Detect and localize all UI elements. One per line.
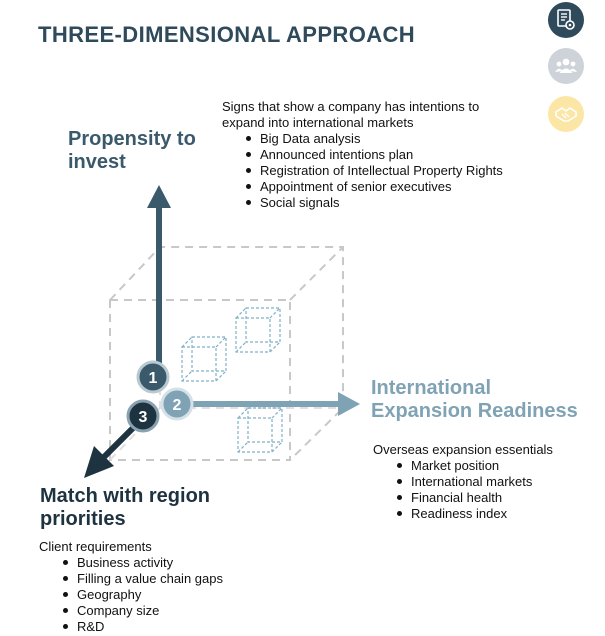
axis-badge-3: 3 <box>126 399 160 433</box>
propensity-axis-arrow <box>147 185 171 372</box>
axis-badge-3-number: 3 <box>139 409 148 426</box>
readiness-axis-label: International Expansion Readiness <box>371 377 578 423</box>
readiness-list: Market position International markets Fi… <box>397 458 553 522</box>
region-list: Business activity Filling a value chain … <box>63 555 223 635</box>
list-item: Announced intentions plan <box>246 147 503 163</box>
readiness-description: Overseas expansion essentials Market pos… <box>373 442 553 522</box>
propensity-list: Big Data analysis Announced intentions p… <box>246 131 503 211</box>
axis-badge-2: 2 <box>160 387 194 421</box>
small-cube-bottom <box>237 407 283 453</box>
list-item: Financial health <box>397 490 553 506</box>
list-item: Social signals <box>246 195 503 211</box>
list-item: Registration of Intellectual Property Ri… <box>246 163 503 178</box>
list-item: Market position <box>397 458 553 474</box>
list-item: Business activity <box>63 555 223 571</box>
readiness-label-line2: Expansion Readiness <box>371 400 578 422</box>
handshake-icon[interactable] <box>548 96 584 132</box>
region-axis-label: Match with region priorities <box>40 485 210 531</box>
list-item: Geography <box>63 587 223 603</box>
list-item: Readiness index <box>397 506 553 522</box>
list-item: R&D <box>63 619 223 635</box>
list-item: International markets <box>397 474 553 490</box>
propensity-description: Signs that show a company has intentions… <box>222 99 503 211</box>
propensity-axis-label: Propensity to invest <box>68 128 196 174</box>
report-gear-icon[interactable] <box>548 2 584 38</box>
axis-badge-2-number: 2 <box>173 397 182 414</box>
list-item: Filling a value chain gaps <box>63 571 223 586</box>
propensity-intro: Signs that show a company has intentions… <box>222 99 480 130</box>
region-label-line1: Match with region <box>40 485 210 507</box>
region-label-line2: priorities <box>40 508 126 530</box>
propensity-label-line2: invest <box>68 151 126 173</box>
list-item: Appointment of senior executives <box>246 179 503 195</box>
region-description: Client requirements Business activity Fi… <box>39 539 223 635</box>
list-item: Big Data analysis <box>246 131 503 147</box>
propensity-label-line1: Propensity to <box>68 128 196 150</box>
axis-badge-1: 1 <box>136 360 170 394</box>
list-item: Company size <box>63 603 223 619</box>
small-cube-top <box>235 307 281 353</box>
page-title: THREE-DIMENSIONAL APPROACH <box>38 22 416 47</box>
readiness-intro: Overseas expansion essentials <box>373 442 553 457</box>
region-intro: Client requirements <box>39 539 152 554</box>
small-cube-middle <box>181 336 227 382</box>
axis-badge-1-number: 1 <box>149 370 158 387</box>
people-group-icon[interactable] <box>548 48 584 84</box>
readiness-label-line1: International <box>371 377 492 399</box>
readiness-axis-arrow <box>180 392 360 416</box>
